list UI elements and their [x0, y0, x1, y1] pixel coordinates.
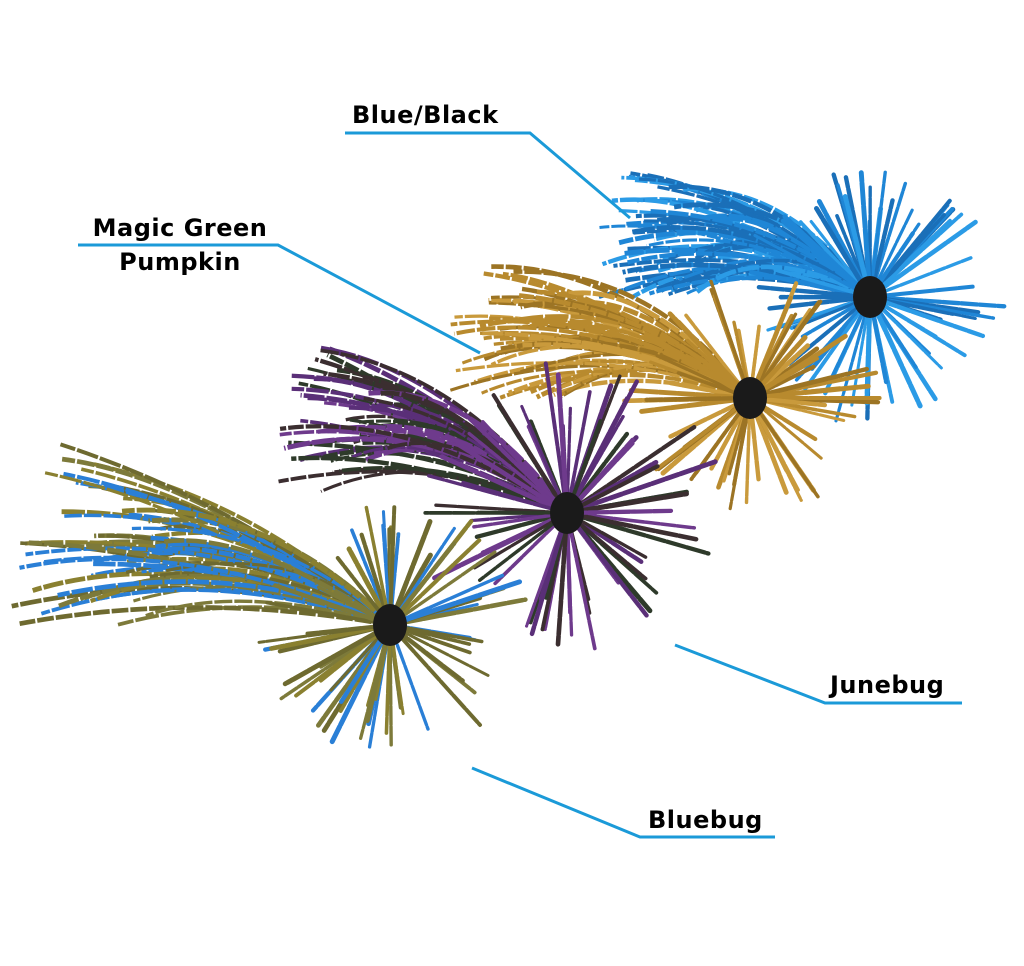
skirt-strand	[564, 510, 699, 542]
skirt-strand	[491, 393, 570, 516]
skirt-strand	[868, 256, 973, 299]
skirt-strand	[457, 442, 570, 516]
skirt-strand	[536, 289, 752, 400]
skirt-strand	[644, 395, 753, 403]
skirt-strand	[432, 510, 570, 581]
skirt-collar	[853, 276, 887, 318]
skirt-junebug	[278, 345, 718, 651]
skirt-strand	[867, 219, 978, 300]
skirt-strand	[291, 455, 568, 516]
skirt-strand	[282, 622, 393, 687]
skirt-strand	[564, 491, 689, 516]
skirt-blue-black	[598, 170, 1007, 423]
skirt-strand	[273, 583, 393, 628]
skirt-strand	[555, 372, 570, 516]
skirt-strand	[649, 333, 752, 400]
skirt-strand	[100, 588, 391, 627]
skirt-collar	[733, 377, 767, 419]
skirt-strand	[564, 508, 674, 516]
skirt-strand	[747, 366, 869, 401]
skirt-strand	[388, 623, 491, 678]
label-junebug: Junebug	[830, 671, 945, 699]
skirt-strand	[121, 507, 392, 627]
skirt-strand	[868, 212, 964, 299]
skirt-strand	[467, 431, 569, 515]
skirt-strand	[145, 599, 391, 627]
skirt-collar	[550, 492, 584, 534]
skirt-strand	[387, 597, 528, 628]
skirt-strand	[318, 348, 569, 515]
skirt-strand	[388, 550, 497, 627]
label-magic-green-pumpkin-line1: Magic Green	[92, 214, 268, 242]
skirt-strand	[753, 233, 872, 299]
skirt-strand	[75, 480, 392, 627]
skirt-strand	[159, 524, 392, 627]
skirt-strand	[387, 579, 523, 628]
skirt-strand	[747, 333, 848, 401]
skirt-strand	[867, 294, 986, 339]
skirt-strand	[529, 510, 570, 637]
skirt-strand	[388, 623, 482, 727]
skirt-strand	[472, 511, 569, 570]
skirt-strand	[480, 420, 569, 515]
skirt-strand	[654, 396, 752, 472]
leader-bluebug	[471, 766, 775, 839]
label-blue-black: Blue/Black	[352, 101, 499, 129]
skirt-strand	[477, 511, 569, 582]
skirt-strand	[868, 170, 887, 299]
skirt-strand	[748, 396, 820, 499]
skirt-magic-green-pumpkin	[449, 264, 882, 511]
skirt-bluebug	[11, 442, 528, 749]
skirt-strand	[265, 600, 392, 627]
skirt-strand	[564, 459, 718, 516]
skirt-strand	[388, 573, 505, 627]
skirt-strand	[709, 279, 752, 400]
skirt-strand	[387, 538, 482, 628]
skirt-strand	[437, 453, 570, 516]
leader-blue-black	[345, 131, 631, 220]
skirt-strand	[461, 480, 569, 515]
skirt-strand	[756, 285, 873, 300]
skirt-strand	[867, 284, 975, 300]
skirt-strand	[868, 295, 977, 321]
skirt-strand	[565, 511, 597, 651]
label-magic-green-pumpkin-line2: Pumpkin	[119, 248, 241, 276]
skirt-strand	[631, 225, 872, 299]
skirt-strand	[555, 510, 570, 647]
skirt-strand	[481, 369, 751, 400]
skirt-strand	[163, 538, 392, 627]
leader-junebug	[674, 643, 962, 705]
skirt-collar	[373, 604, 407, 646]
label-bluebug: Bluebug	[648, 806, 763, 834]
skirt-strand	[564, 510, 649, 618]
leader-magic-green-pumpkin	[78, 243, 481, 355]
